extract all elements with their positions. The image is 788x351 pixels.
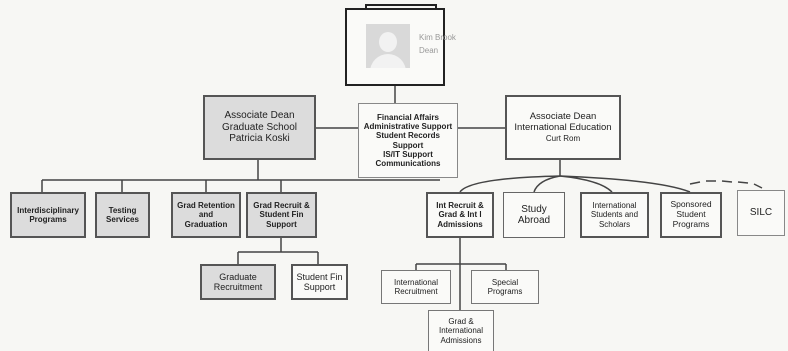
box-line: Student Fin	[259, 210, 304, 220]
box-line: Support	[392, 140, 424, 150]
box-line: Int Recruit &	[436, 201, 484, 211]
box-line: Student Fin	[296, 271, 343, 282]
box-line: Special	[491, 277, 519, 287]
box-line: Recruitment	[394, 287, 438, 296]
box-line: Recruitment	[213, 282, 263, 292]
box-line: Patricia Koski	[229, 133, 290, 145]
associate-dean-international-box: Associate Dean International Education C…	[505, 95, 621, 160]
box-line: Services	[106, 215, 139, 224]
dean-label: Kim Brook Dean	[419, 32, 456, 58]
avatar-body-shape	[370, 54, 406, 68]
box-line: Grad & Int l	[438, 210, 482, 220]
associate-dean-graduate-box: Associate Dean Graduate School Patricia …	[203, 95, 316, 160]
box-line: Student Records	[375, 131, 440, 141]
box-line: Grad Recruit &	[253, 201, 310, 211]
box-line: International Education	[514, 121, 612, 133]
box-line: Abroad	[517, 215, 551, 226]
dean-title: Dean	[419, 45, 439, 55]
box-line: Support	[266, 219, 297, 229]
box-line: Associate Dean	[529, 110, 597, 122]
dean-name: Kim Brook	[419, 33, 456, 42]
box-line: International	[438, 326, 484, 336]
box-line: IS/IT Support	[383, 149, 433, 159]
box-line: Financial Affairs	[377, 112, 439, 122]
center-support-box: Financial Affairs Administrative Support…	[358, 103, 458, 178]
box-line: Admissions	[440, 335, 482, 345]
box-line: Curt Rom	[545, 133, 581, 143]
box-line: Graduate	[219, 271, 257, 282]
box-line: International	[393, 277, 439, 287]
box-line: Study	[521, 203, 547, 215]
box-line: International	[592, 201, 637, 211]
unit-silc: SILC	[737, 190, 785, 236]
box-line: Programs	[29, 215, 67, 224]
avatar-head-shape	[379, 32, 397, 52]
box-line: Administrative Support	[363, 122, 453, 132]
box-line: Communications	[375, 158, 441, 168]
box-line: Testing	[108, 205, 137, 215]
box-line: Graduate School	[221, 121, 298, 133]
box-line: Grad &	[448, 317, 474, 327]
box-line: Associate Dean	[224, 110, 295, 122]
box-line: Admissions	[437, 219, 483, 229]
dean-avatar	[366, 24, 410, 68]
box-line: Students and	[590, 210, 639, 220]
box-line: and	[198, 210, 214, 220]
dean-frame-tab	[365, 4, 437, 10]
box-line: Grad Retention	[177, 201, 235, 211]
box-line: SILC	[749, 207, 773, 219]
box-line: Sponsored	[670, 199, 712, 210]
box-line: Programs	[487, 287, 523, 296]
box-line: Scholars	[598, 219, 631, 229]
box-line: Graduation	[184, 219, 228, 229]
box-line: Support	[303, 282, 336, 292]
box-line: Interdisciplinary	[17, 205, 79, 215]
box-line: Programs	[672, 218, 710, 229]
box-line: Student	[676, 209, 706, 220]
